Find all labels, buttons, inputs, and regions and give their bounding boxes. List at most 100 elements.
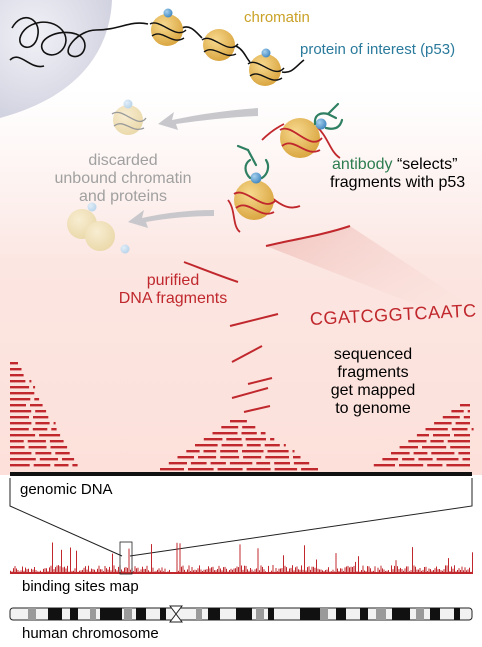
fragment-read bbox=[243, 456, 262, 459]
fragment-read bbox=[382, 458, 399, 461]
fragment-read bbox=[229, 462, 253, 465]
purified-label-line1: purified bbox=[146, 272, 200, 289]
discarded-label: discarded unbound chromatin and proteins bbox=[38, 152, 208, 206]
fragment-read bbox=[10, 434, 36, 437]
binding-peak bbox=[332, 569, 334, 572]
binding-peak bbox=[208, 566, 209, 572]
binding-peak bbox=[257, 548, 259, 572]
binding-peak bbox=[181, 566, 182, 572]
map-baseline bbox=[10, 572, 473, 574]
chromosome-band bbox=[100, 608, 122, 620]
fragment-read bbox=[226, 438, 242, 441]
binding-peak bbox=[223, 567, 224, 572]
binding-peak bbox=[401, 569, 403, 572]
binding-peak bbox=[218, 565, 220, 572]
nucleosome-icon bbox=[149, 8, 187, 46]
fragment-read bbox=[455, 422, 470, 425]
fragment-read bbox=[198, 456, 217, 459]
binding-peak bbox=[110, 570, 112, 572]
human-chromosome-label: human chromosome bbox=[22, 625, 159, 642]
binding-peak bbox=[386, 570, 388, 572]
binding-peak bbox=[449, 571, 451, 572]
binding-peak bbox=[301, 565, 302, 572]
binding-peak bbox=[320, 569, 322, 572]
binding-peak bbox=[331, 571, 332, 572]
binding-peak bbox=[52, 542, 53, 572]
binding-peak bbox=[302, 569, 304, 572]
binding-peak bbox=[400, 567, 401, 572]
fragment-read bbox=[10, 362, 18, 365]
binding-peak bbox=[343, 571, 344, 572]
binding-peak bbox=[310, 569, 311, 572]
binding-peak bbox=[158, 568, 160, 572]
binding-peak bbox=[143, 568, 145, 572]
zoom-bracket bbox=[9, 478, 473, 557]
antibody-icon bbox=[236, 144, 270, 180]
binding-peak bbox=[86, 569, 88, 572]
binding-peak bbox=[289, 568, 290, 572]
fragment-read bbox=[242, 450, 264, 453]
genomic-dna-line bbox=[10, 472, 472, 476]
binding-peak bbox=[335, 553, 337, 572]
fragment-read bbox=[433, 434, 450, 437]
fragment-read bbox=[256, 462, 271, 465]
fragment-read bbox=[10, 404, 26, 407]
fragment-read bbox=[442, 416, 460, 419]
binding-peak bbox=[188, 565, 190, 572]
binding-peak bbox=[364, 570, 365, 572]
binding-peak bbox=[176, 542, 178, 572]
binding-peak bbox=[353, 565, 355, 572]
binding-peak bbox=[367, 566, 368, 572]
chromosome-band bbox=[416, 608, 424, 620]
binding-peak bbox=[31, 568, 32, 572]
binding-peak bbox=[340, 568, 341, 572]
binding-peak bbox=[311, 566, 313, 572]
binding-peak bbox=[80, 570, 82, 572]
fragment-read bbox=[458, 452, 470, 455]
fragment-read bbox=[270, 438, 275, 441]
binding-peak bbox=[155, 570, 157, 572]
binding-peak bbox=[446, 565, 448, 572]
binding-peak bbox=[328, 567, 329, 572]
binding-peak bbox=[286, 567, 287, 572]
fragment-read bbox=[195, 444, 218, 447]
binding-peak bbox=[326, 569, 328, 572]
binding-peak bbox=[278, 568, 280, 572]
binding-peak bbox=[241, 565, 242, 572]
binding-peak bbox=[128, 548, 130, 572]
binding-peak bbox=[443, 569, 445, 572]
binding-peak bbox=[454, 565, 455, 572]
sequenced-label-line1: sequenced bbox=[333, 346, 413, 363]
fragment-read bbox=[292, 450, 295, 453]
binding-peak bbox=[49, 567, 50, 572]
chromosome-band bbox=[136, 608, 146, 620]
discarded-nucleosome-icon bbox=[111, 99, 147, 135]
binding-peak bbox=[463, 570, 464, 572]
binding-peak bbox=[371, 571, 373, 572]
fragment-read bbox=[463, 416, 470, 419]
binding-peak bbox=[134, 566, 136, 572]
binding-peak bbox=[55, 567, 56, 572]
fragment-read bbox=[260, 432, 266, 435]
fragment-read bbox=[10, 392, 35, 395]
binding-peak bbox=[43, 568, 44, 572]
binding-peak bbox=[137, 567, 139, 572]
binding-peak bbox=[379, 569, 380, 572]
fragment-read bbox=[62, 458, 75, 461]
binding-peak bbox=[373, 570, 374, 572]
binding-peak bbox=[407, 566, 409, 572]
purified-fragments bbox=[183, 225, 351, 413]
binding-peak bbox=[76, 550, 77, 572]
fragment-read bbox=[29, 380, 32, 383]
binding-peak bbox=[451, 566, 452, 572]
fragment-read bbox=[462, 458, 470, 461]
binding-peak bbox=[448, 558, 449, 572]
chromosome-band bbox=[124, 608, 132, 620]
binding-peak bbox=[89, 571, 91, 572]
binding-peak bbox=[215, 570, 217, 572]
binding-peak bbox=[169, 569, 170, 572]
binding-peak bbox=[142, 566, 143, 572]
fragment-read bbox=[72, 464, 78, 467]
fragment-read bbox=[467, 410, 470, 413]
sequenced-label-line4: to genome bbox=[335, 400, 411, 417]
